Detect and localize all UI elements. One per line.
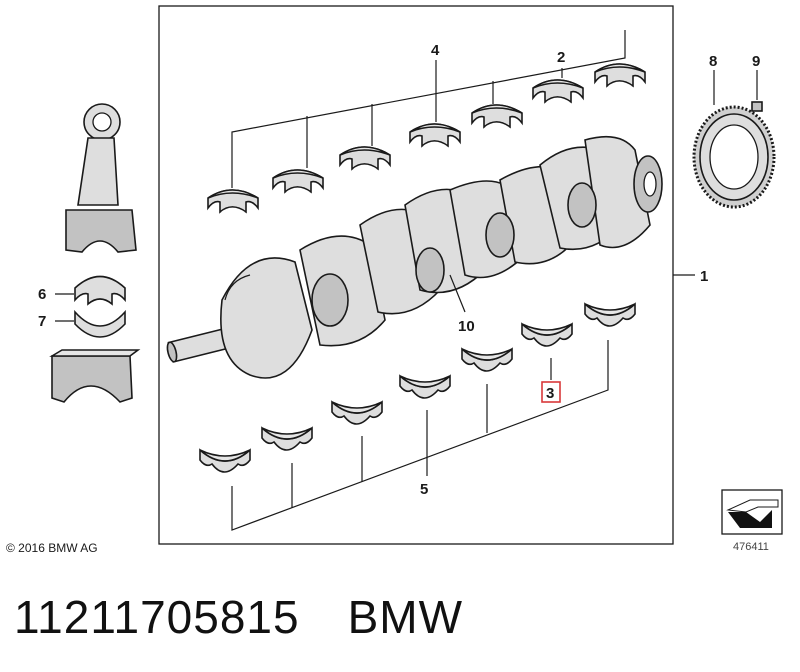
callout-5: 5 <box>420 481 428 498</box>
copyright-text: © 2016 BMW AG <box>6 541 98 555</box>
diagram-id: 476411 <box>733 541 769 553</box>
rod-cap <box>49 349 141 403</box>
callout-8: 8 <box>709 53 717 70</box>
flywheel-ring <box>692 105 776 209</box>
connecting-rod <box>65 103 137 253</box>
callout-lines-lower <box>231 340 609 531</box>
callout-10-leader <box>449 274 466 313</box>
callout-2: 2 <box>557 49 565 66</box>
orientation-icon <box>721 489 783 535</box>
rod-bearing-shells <box>74 275 126 338</box>
bolt <box>751 101 763 112</box>
callout-9: 9 <box>752 53 760 70</box>
callout-7: 7 <box>38 313 46 330</box>
caption: 11211705815 BMW <box>14 590 463 644</box>
callout-3: 3 <box>546 385 554 402</box>
callout-3-highlight <box>541 381 561 403</box>
crankshaft <box>166 135 663 379</box>
callout-10: 10 <box>458 318 475 335</box>
callout-6: 6 <box>38 286 46 303</box>
callout-1: 1 <box>700 268 708 285</box>
callout-lines-upper <box>231 30 626 188</box>
callout-4: 4 <box>431 42 440 59</box>
part-number: 11211705815 <box>14 591 300 643</box>
brand-name: BMW <box>347 591 464 643</box>
